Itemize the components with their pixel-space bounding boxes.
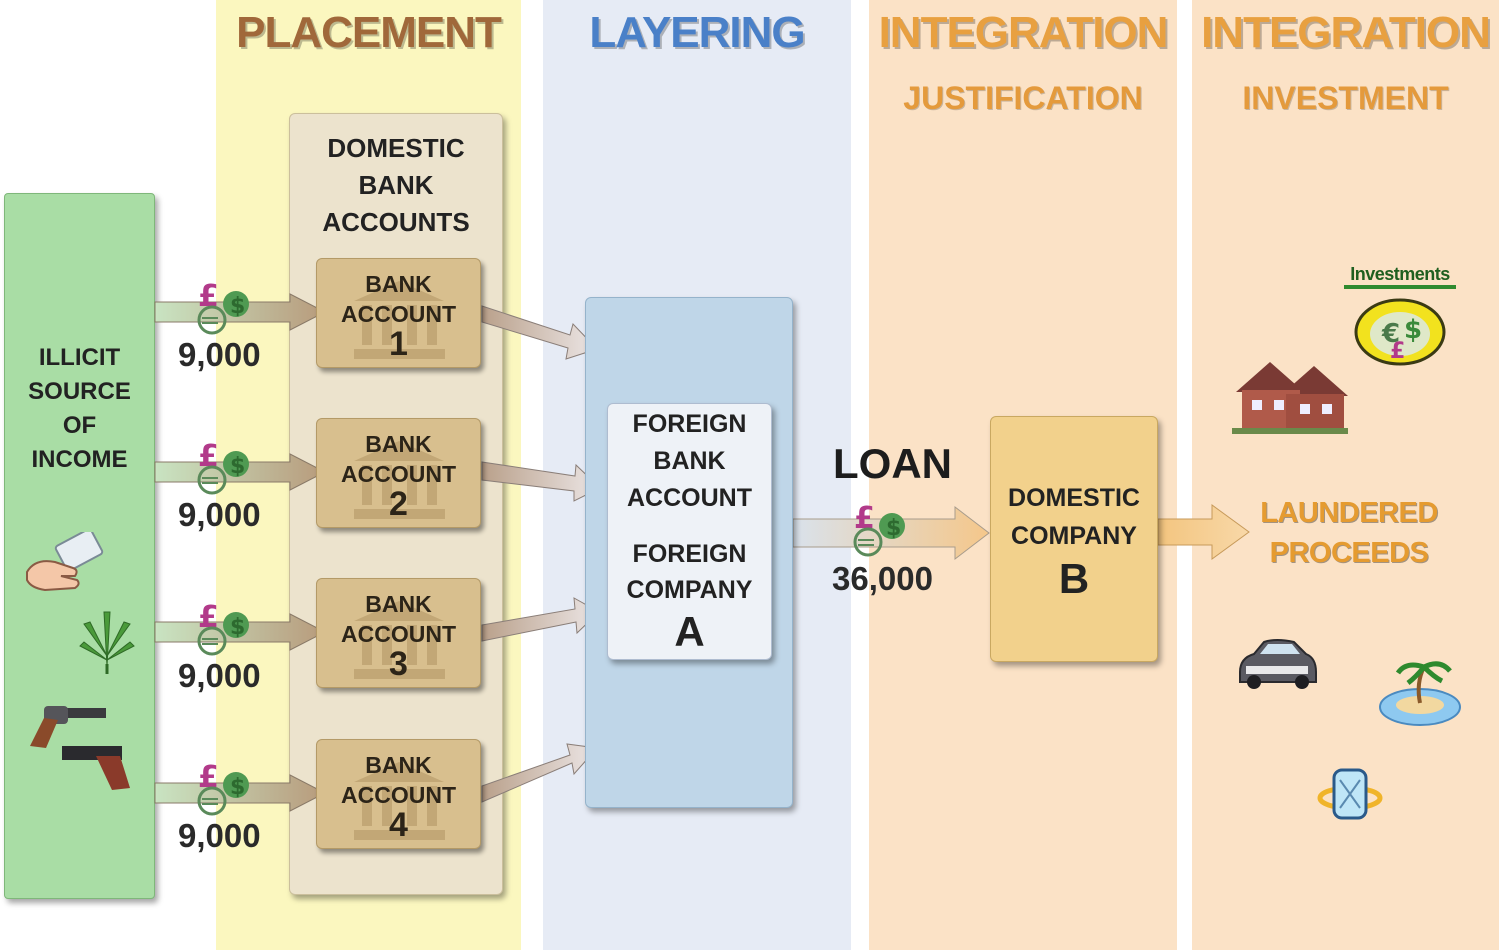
pound-icon: £ — [198, 760, 219, 795]
revolver-icon — [30, 706, 106, 748]
bank-group-line-2: BANK — [358, 170, 434, 200]
cash-hand-icon — [26, 532, 104, 592]
currency-cluster-2: $ £ — [197, 439, 249, 495]
source-line-4: INCOME — [31, 446, 128, 473]
euro-icon — [197, 305, 227, 335]
justification-subtitle: JUSTIFICATION — [903, 80, 1143, 116]
integration-title-2: INTEGRATION — [1201, 8, 1491, 57]
bank-building-icon — [354, 441, 445, 519]
source-line-1: ILLICIT — [38, 344, 121, 371]
domestic-bank-accounts-label: DOMESTIC BANK ACCOUNTS — [290, 130, 502, 241]
dollar-icon — [223, 772, 249, 798]
investment-pot-icon: € $ £ — [1354, 298, 1446, 366]
source-line-3: OF — [62, 412, 97, 439]
pound-icon: £ — [198, 279, 219, 314]
house-icon — [1232, 362, 1348, 434]
currency-cluster-1: $ £ — [197, 279, 249, 335]
svg-text:$: $ — [230, 294, 245, 319]
svg-text:€: € — [1381, 319, 1400, 349]
investment-subtitle: INVESTMENT — [1242, 80, 1449, 116]
euro-icon — [197, 786, 227, 816]
island-icon — [1379, 661, 1461, 726]
source-line-2: SOURCE — [28, 378, 131, 405]
bank-group-line-1: DOMESTIC — [327, 133, 465, 163]
amount-3: 9,000 — [178, 657, 261, 694]
svg-text:£: £ — [1390, 339, 1405, 364]
bank-building-icon — [354, 601, 445, 679]
foreign-company-letter: A — [674, 608, 705, 655]
currency-cluster-3: $ £ — [197, 600, 249, 656]
investment-sign: Investments — [1344, 264, 1456, 289]
laundered-arrow — [1157, 504, 1250, 560]
amount-4: 9,000 — [178, 817, 261, 854]
svg-text:$: $ — [1404, 315, 1422, 345]
account-number: 4 — [389, 806, 408, 844]
diamond-ring-icon — [1317, 768, 1383, 820]
svg-text:$: $ — [230, 775, 245, 800]
car-icon — [1239, 639, 1317, 689]
account-number: 3 — [389, 645, 408, 683]
svg-text:$: $ — [230, 454, 245, 479]
euro-icon — [197, 626, 227, 656]
bank-building-icon — [354, 762, 445, 840]
pistol-icon — [62, 746, 130, 790]
currency-cluster-loan: $ £ — [853, 501, 905, 557]
loan-amount: 36,000 — [832, 560, 933, 597]
cannabis-leaf-icon — [79, 611, 135, 674]
euro-icon — [853, 527, 883, 557]
account-number: 2 — [389, 485, 408, 523]
illicit-source-box: ILLICIT SOURCE OF INCOME — [4, 193, 155, 899]
dollar-icon — [223, 451, 249, 477]
layering-title: LAYERING — [589, 8, 805, 57]
bank-building-icon — [354, 281, 445, 359]
amount-1: 9,000 — [178, 336, 261, 373]
account-number: 1 — [389, 325, 408, 363]
investment-sign-text: Investments — [1344, 264, 1456, 289]
placement-title: PLACEMENT — [236, 8, 502, 57]
dollar-icon — [223, 612, 249, 638]
currency-cluster-4: $ £ — [197, 760, 249, 816]
dollar-icon — [223, 291, 249, 317]
svg-text:$: $ — [886, 516, 901, 541]
svg-text:$: $ — [230, 615, 245, 640]
illicit-source-label: ILLICIT SOURCE OF INCOME — [5, 341, 154, 477]
pound-icon: £ — [854, 501, 875, 536]
amount-2: 9,000 — [178, 496, 261, 533]
loan-label: LOAN — [833, 440, 952, 487]
domestic-company-letter: B — [1058, 555, 1090, 602]
pound-icon: £ — [198, 439, 219, 474]
integration-title-1: INTEGRATION — [878, 8, 1169, 57]
euro-icon — [197, 465, 227, 495]
arrow-account-1-to-foreign — [481, 305, 598, 360]
pound-icon: £ — [198, 600, 219, 635]
bank-group-line-3: ACCOUNTS — [322, 207, 470, 237]
dollar-icon — [879, 513, 905, 539]
